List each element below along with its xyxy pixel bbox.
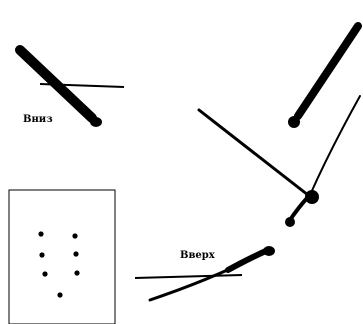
up-reference-line	[134, 274, 243, 279]
right-middle-diagonal-stroke	[197, 108, 310, 197]
dot	[42, 271, 48, 277]
dot	[39, 252, 45, 258]
right-upper-brush-end	[288, 116, 300, 128]
right-middle-lower-stroke	[288, 195, 310, 222]
dot	[74, 270, 80, 276]
right-middle-blot	[305, 190, 319, 204]
dot	[38, 231, 44, 237]
down-brush-end	[90, 117, 102, 127]
dot-box-group	[8, 189, 116, 324]
up-brush-end	[263, 246, 275, 256]
down-brush-stroke	[15, 45, 97, 123]
right-middle-lower-blot	[285, 217, 295, 227]
dot	[72, 233, 78, 239]
right-middle-stroke-group	[197, 95, 361, 227]
dot	[57, 292, 63, 298]
label-up: Вверх	[180, 250, 216, 261]
label-down: Вниз	[23, 114, 53, 125]
up-brush-thickening	[225, 247, 271, 273]
right-upper-stroke-group	[288, 22, 362, 128]
dot-box	[8, 189, 116, 324]
right-upper-brush-stroke	[294, 22, 362, 120]
dot	[73, 251, 79, 257]
down-stroke-group: Вниз	[15, 45, 125, 127]
up-stroke-group: Вверх	[134, 246, 275, 302]
right-middle-rising-stroke	[309, 95, 361, 196]
